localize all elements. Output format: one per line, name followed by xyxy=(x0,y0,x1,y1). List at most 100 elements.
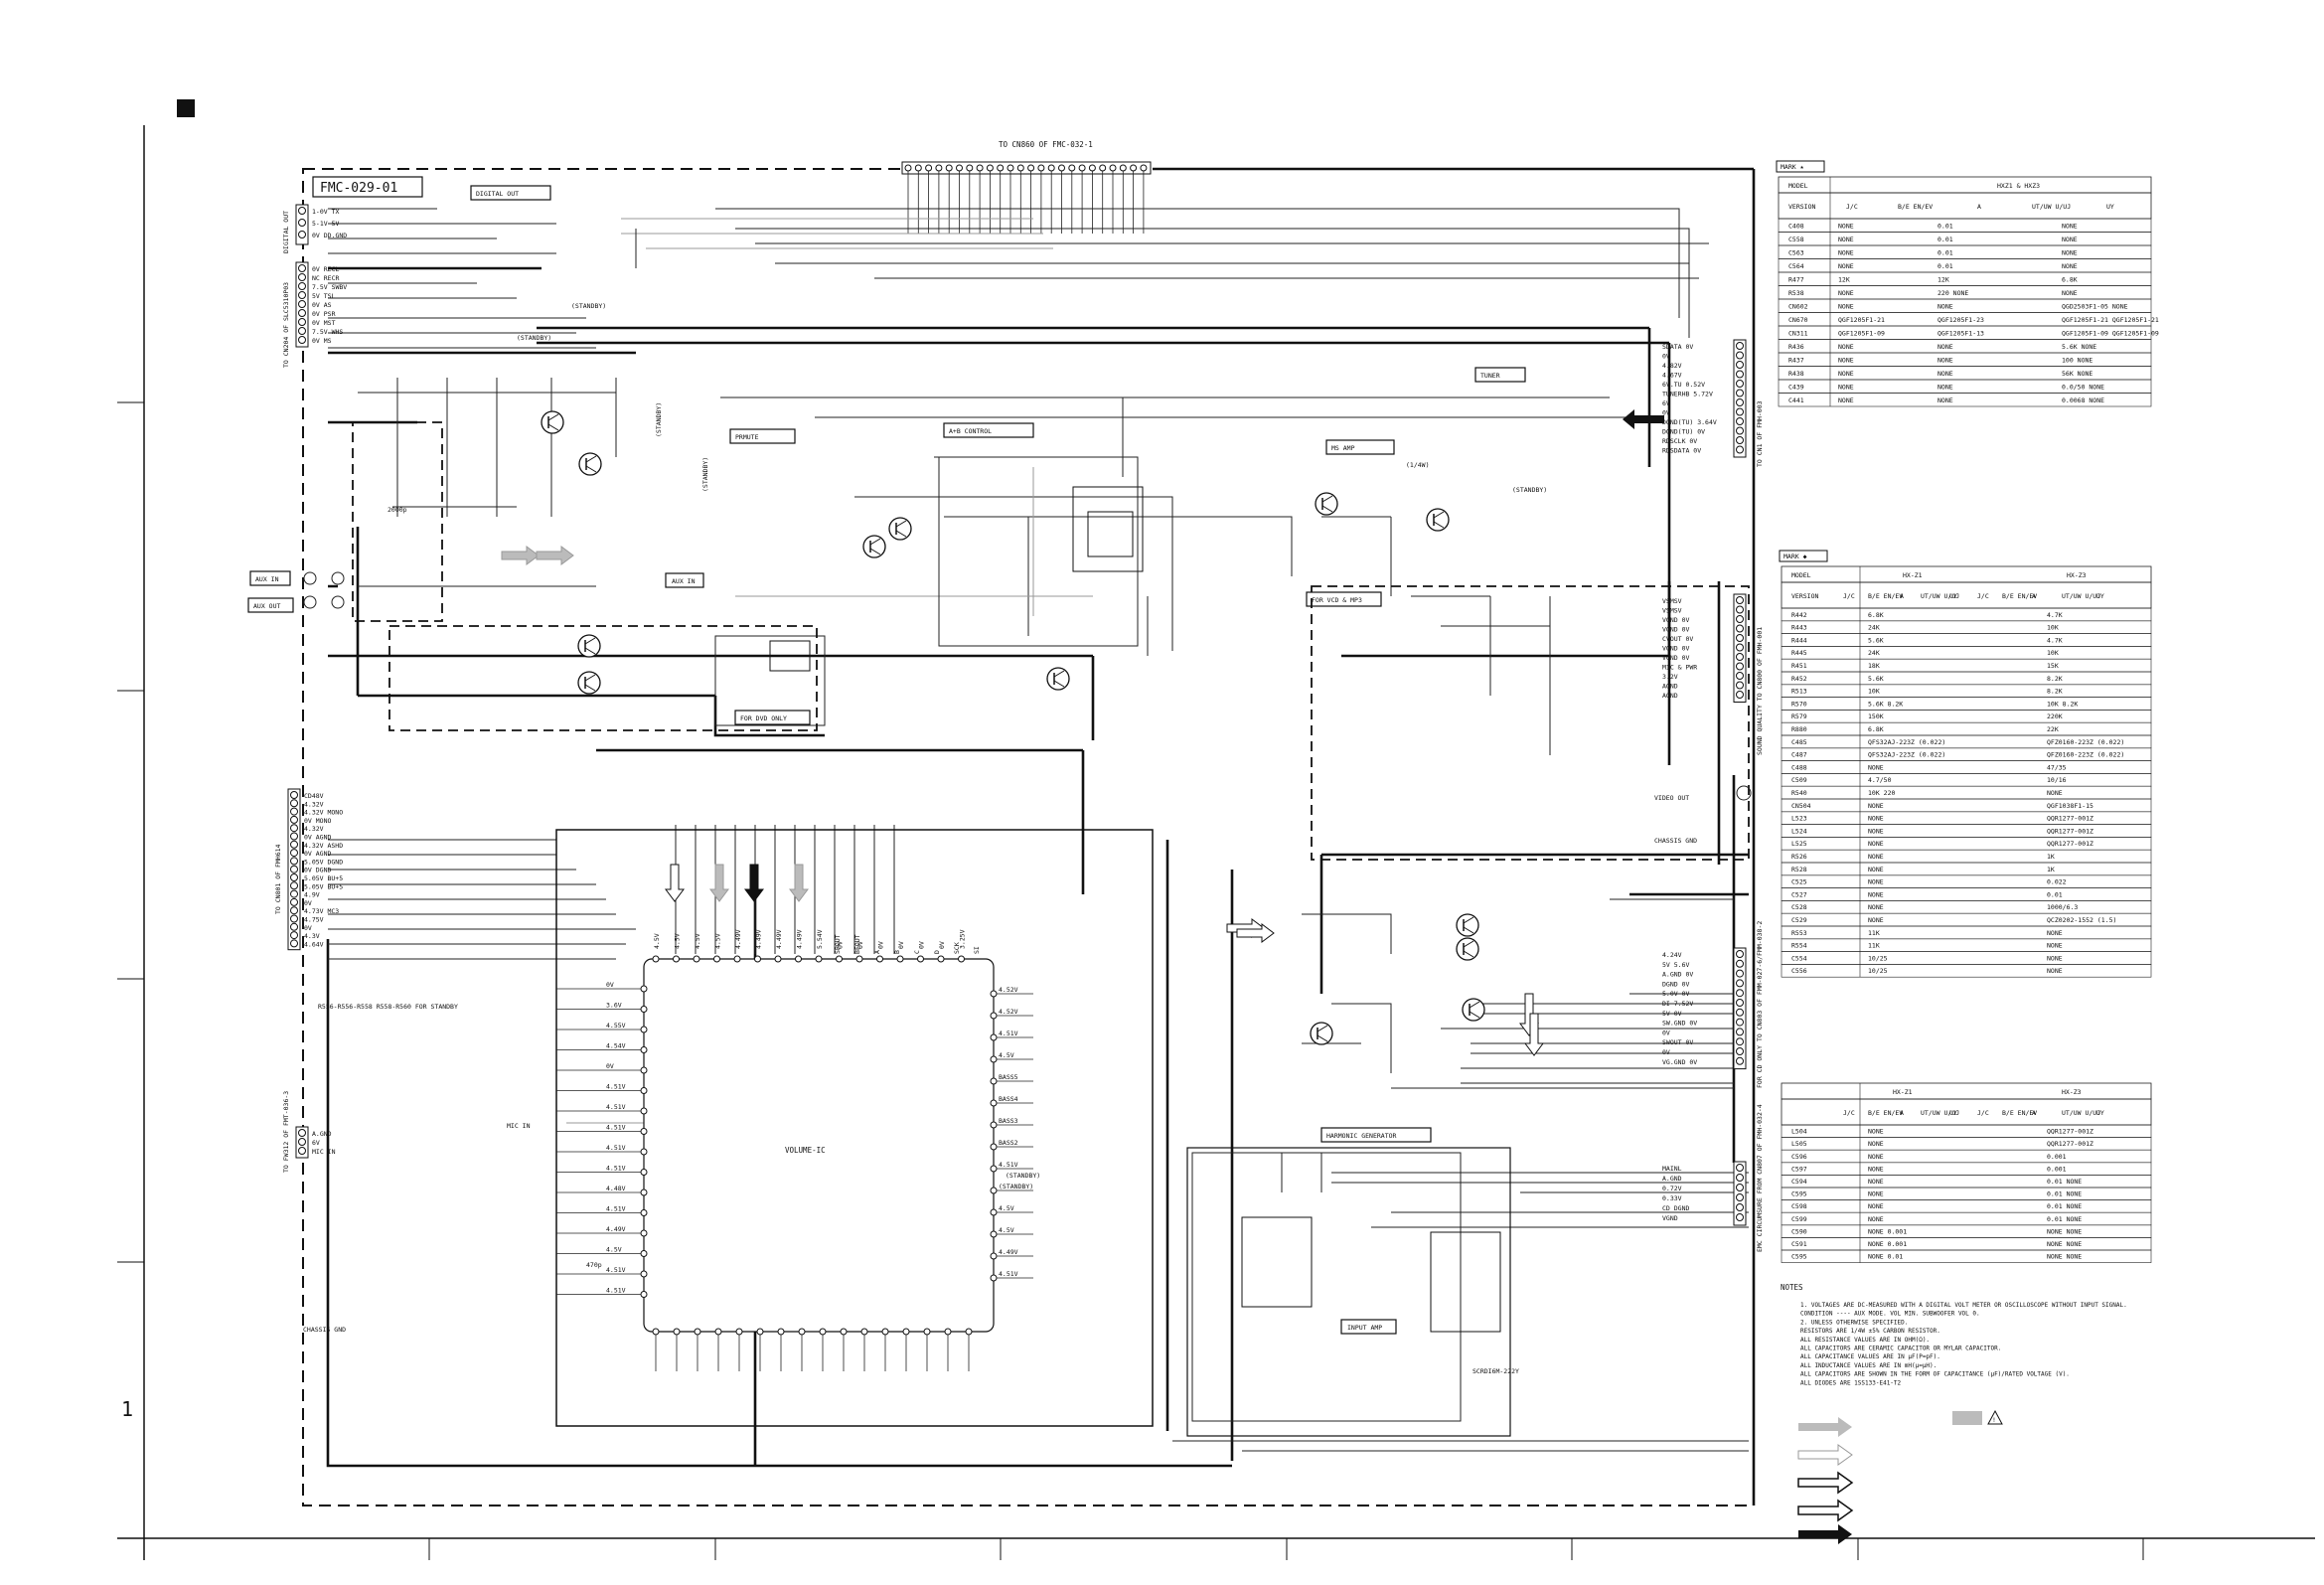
table-cell: C595 xyxy=(1791,1190,1807,1198)
table-cell: C591 xyxy=(1791,1240,1807,1248)
table-tag: MARK ◆ xyxy=(1783,553,1807,560)
table-cell: C408 xyxy=(1788,223,1804,231)
table-cell: 0.01 xyxy=(2047,890,2063,898)
table-cell: QGF1205F1-21 QGF1205F1-21 xyxy=(2062,316,2159,324)
chassis-gnd-label: CHASSIS GND xyxy=(1654,837,1697,845)
table-header-cell: UT/UW U/UJ xyxy=(2062,592,2100,600)
note-line: ALL CAPACITORS ARE SHOWN IN THE FORM OF … xyxy=(1800,1371,2070,1378)
table-cell: C554 xyxy=(1791,954,1807,962)
table-cell: L505 xyxy=(1791,1140,1807,1148)
table-cell: NONE xyxy=(1868,802,1884,810)
table-cell: R579 xyxy=(1791,713,1807,720)
connector-pin-label: 0V xyxy=(1662,1029,1670,1036)
arrow-legend: ! xyxy=(1797,1409,2003,1544)
table-cell: 24K xyxy=(1868,649,1880,657)
table-cell: 5.6K 8.2K xyxy=(1868,700,1903,708)
table-cell: NONE 0.001 xyxy=(1868,1227,1907,1235)
table-cell: NONE xyxy=(1838,370,1854,378)
ic-voltage: 0V xyxy=(897,941,905,949)
table-cell: NONE xyxy=(2047,789,2063,797)
table-cell: 12K xyxy=(1838,276,1850,284)
table-cell: QFS32AJ-223Z (0.022) xyxy=(1868,751,1945,759)
block-box xyxy=(734,710,811,725)
video-out-label: VIDEO OUT xyxy=(1654,794,1689,802)
ic-label: (STANDBY) xyxy=(999,1183,1033,1190)
table-cell: NONE xyxy=(1937,343,1953,351)
aux-out-label: AUX OUT xyxy=(253,602,280,610)
ic-label: 4.5V xyxy=(999,1226,1014,1234)
ic-voltage: 3.25V xyxy=(959,929,967,949)
table-header-cell: MODEL xyxy=(1788,182,1808,190)
connector-pin-label: DI 7.52V xyxy=(1662,1000,1693,1008)
ic-label: 4.52V xyxy=(999,986,1018,994)
table-header-cell: HX-Z3 xyxy=(2062,1088,2082,1096)
transistor-symbol xyxy=(1456,913,1479,937)
table-cell: 1K xyxy=(2047,853,2055,861)
table-cell: 0.0/50 NONE xyxy=(2062,384,2104,392)
table-cell: 10K xyxy=(1868,688,1880,696)
connector-pin-label: DGND(TU) 3.64V xyxy=(1662,418,1717,426)
table-cell: NONE xyxy=(1868,815,1884,823)
connector-pin-label: 5V 5.6V xyxy=(1662,961,1689,969)
table-cell: C528 xyxy=(1791,903,1807,911)
connector-pin-label: 4.9V xyxy=(304,891,320,899)
block-label: FOR DVD ONLY xyxy=(740,714,787,722)
table-header-cell: HX-Z1 xyxy=(1903,571,1923,579)
ic-voltage: 4.48V xyxy=(606,1185,626,1192)
connector-pin-label: 0V DGND xyxy=(304,867,331,874)
table-cell: 10K xyxy=(2047,624,2059,632)
connector-pin-label: 7.5V SWBV xyxy=(312,283,347,291)
table-cell: 56K NONE xyxy=(2062,370,2092,378)
connector-pin-label: SWOUT 0V xyxy=(1662,1038,1693,1046)
table-cell: QQR1277-001Z xyxy=(2047,1140,2093,1148)
table-header-cell: VERSION xyxy=(1788,203,1815,211)
connector-pin-label: 4.32V MONO xyxy=(304,809,343,817)
connector-pin-label: 0V MST xyxy=(312,319,336,327)
ic-voltage: 4.51V xyxy=(606,1083,626,1091)
table-cell: 47/35 xyxy=(2047,763,2067,771)
table-cell: R444 xyxy=(1791,636,1807,644)
table-cell: 4.7/50 xyxy=(1868,776,1892,784)
table-cell: 0.01 xyxy=(1937,249,1953,257)
table-cell: 0.01 xyxy=(1937,262,1953,270)
harmonic-region: HARMONIC GENERATOR INPUT AMP SCRDI6M-222… xyxy=(1186,1127,1519,1437)
transistor-symbol xyxy=(1315,492,1338,516)
table-header-cell: A xyxy=(2032,1109,2036,1117)
table-cell: R477 xyxy=(1788,276,1804,284)
svg-text:!: ! xyxy=(1992,1416,1996,1424)
table-header-cell: HX-Z3 xyxy=(2067,571,2087,579)
table-cell: 220K xyxy=(2047,713,2063,720)
table-cell: R553 xyxy=(1791,929,1807,937)
aux-in-left-label: AUX IN xyxy=(255,575,279,583)
ic-voltage: 4.54V xyxy=(606,1042,626,1050)
table-cell: QQR1277-001Z xyxy=(2047,815,2093,823)
table-cell: NONE xyxy=(1868,1178,1884,1186)
transistor-symbol xyxy=(1310,1022,1333,1045)
transistor-symbol xyxy=(578,452,602,476)
connector-pin-label: MIC & PWR xyxy=(1662,664,1697,672)
ic-voltage: 0V xyxy=(837,941,845,949)
block-box xyxy=(1474,367,1526,383)
table-cell: R513 xyxy=(1791,688,1807,696)
table-cell: NONE xyxy=(2062,223,2078,231)
connector-pin-label: A.GND xyxy=(312,1130,332,1138)
connector-pin-label: SW.GND 0V xyxy=(1662,1020,1697,1028)
top-connector: TO CN860 OF FMC-032-1 xyxy=(901,140,1152,234)
transistor-symbol xyxy=(1462,998,1485,1022)
connector-pin-label: 4.73V MC3 xyxy=(304,907,339,915)
connector-pin-label: 0V DD.GND xyxy=(312,232,347,239)
table-cell: NONE xyxy=(1868,1190,1884,1198)
connector-pin-label: DGND(TU) 0V xyxy=(1662,428,1705,436)
table-cell: C509 xyxy=(1791,776,1807,784)
connector-label: DIGITAL OUT xyxy=(282,211,290,253)
connector-pin-label: 4.75V xyxy=(304,916,324,924)
table-cell: 0.01 xyxy=(1937,223,1953,231)
ic-pin-name: SPOUT xyxy=(834,934,842,954)
connector-pin-label: 0V xyxy=(304,899,312,907)
transistor-symbol xyxy=(541,410,564,434)
table-header-cell: B/E EN/EV xyxy=(2002,1109,2037,1117)
connector-pin-label: 4.32V ASHD xyxy=(304,842,343,850)
